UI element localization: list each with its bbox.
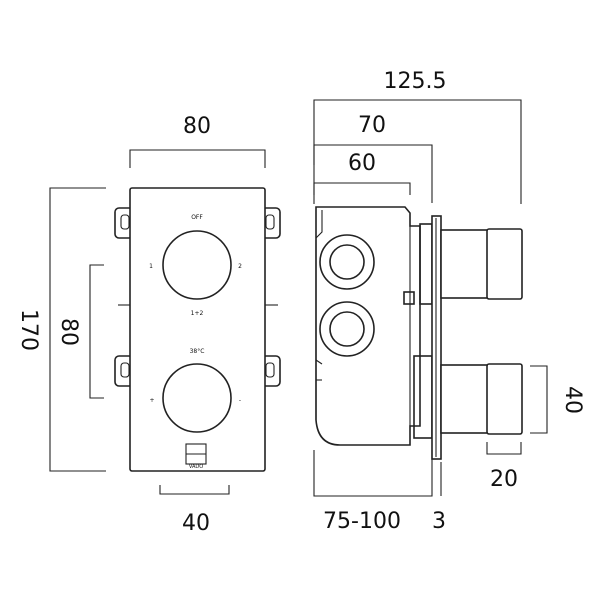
svg-text:70: 70 [358,113,386,138]
dim-height-170: 170 [16,187,106,472]
dim-range-75-100: 75-100 [313,450,433,534]
flow-control-knob [162,230,232,300]
valve-body [315,206,421,446]
front-view: OFF 1 2 1+2 38°C + - VADO [114,187,281,472]
thermostatic-knob [162,363,232,433]
dim-depth-70: 70 [313,113,433,203]
svg-text:40: 40 [560,386,585,414]
svg-text:80: 80 [183,114,211,139]
lower-knob-side [440,363,523,435]
svg-text:170: 170 [16,309,41,351]
upper-port [319,234,375,290]
dim-width-80: 80 [129,114,266,168]
upper-knob-side [440,228,523,300]
dim-plate-3: 3 [432,462,446,534]
svg-text:60: 60 [348,151,376,176]
label-minus: - [239,397,241,404]
label-plus: + [149,397,154,404]
upper-clip [403,291,415,305]
side-view [315,206,523,460]
dim-spacing-80: 80 [56,264,104,399]
label-pos1: 1 [149,263,153,270]
dim-bottom-40: 40 [159,485,230,536]
label-pos2: 2 [238,263,242,270]
dim-knob-height-40: 40 [530,365,585,434]
dim-knob-depth-20: 20 [486,442,522,492]
svg-text:75-100: 75-100 [323,509,401,534]
svg-text:80: 80 [56,318,81,346]
dim-depth-125-5: 125.5 [313,69,522,204]
brand-label: VADO [189,464,203,470]
dim-depth-60: 60 [313,151,411,195]
upper-cartridge [419,223,433,305]
label-off: OFF [191,214,203,221]
svg-text:125.5: 125.5 [384,69,447,94]
lower-port [319,301,375,357]
svg-text:40: 40 [182,511,210,536]
label-pos12: 1+2 [191,310,204,317]
label-temp: 38°C [190,348,205,355]
svg-text:3: 3 [432,509,446,534]
svg-text:20: 20 [490,467,518,492]
